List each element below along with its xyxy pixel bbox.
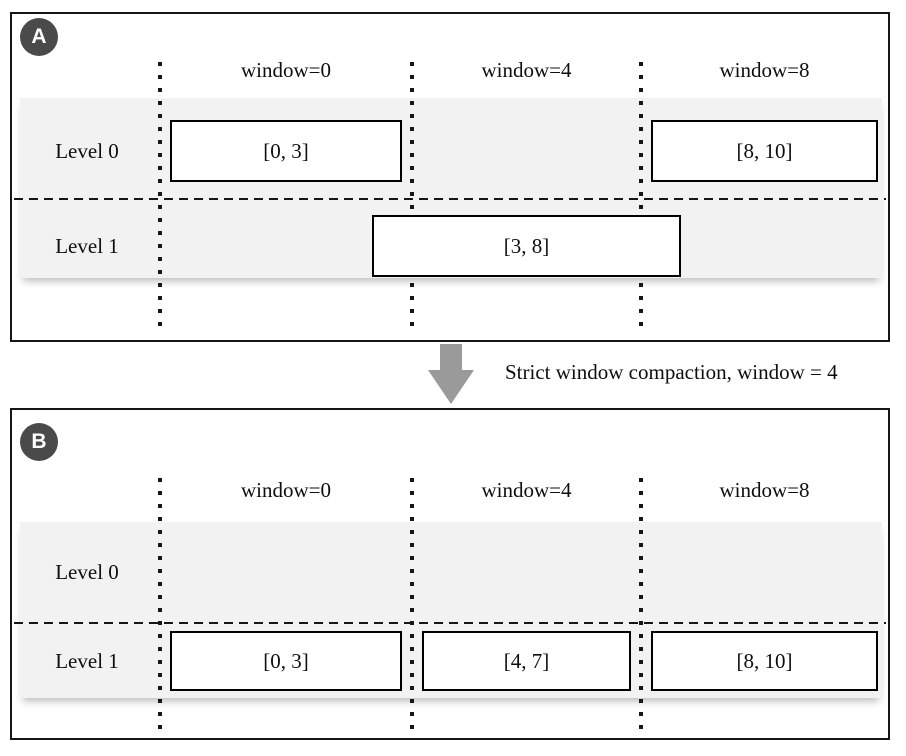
window-separator-dotted (639, 62, 643, 330)
interval-box: [3, 8] (372, 215, 681, 277)
panel-badge: B (20, 423, 58, 461)
level-label: Level 1 (55, 649, 119, 673)
window-separator-dotted (158, 478, 162, 730)
column-header: window=0 (240, 58, 331, 82)
level-label: Level 0 (55, 139, 119, 163)
window-separator-dotted (410, 62, 414, 330)
level-label: Level 0 (55, 560, 119, 584)
interval-box: [8, 10] (651, 631, 878, 691)
window-separator-dotted (158, 62, 162, 330)
window-separator-dotted (639, 478, 643, 730)
level-label: Level 1 (55, 234, 119, 258)
compaction-label: Strict window compaction, window = 4 (505, 360, 838, 384)
level-divider-dashed (14, 198, 886, 200)
arrow-down-icon (428, 370, 474, 404)
column-header: window=4 (481, 58, 572, 82)
interval-box: [4, 7] (422, 631, 631, 691)
column-header: window=0 (240, 478, 331, 502)
interval-box: [0, 3] (170, 631, 402, 691)
panel-badge: A (20, 18, 58, 56)
arrow-stem (440, 344, 462, 370)
column-header: window=4 (481, 478, 572, 502)
compaction-arrow (428, 344, 474, 404)
interval-box: [8, 10] (651, 120, 878, 182)
level-divider-dashed (14, 622, 886, 624)
column-header: window=8 (719, 58, 810, 82)
column-header: window=8 (719, 478, 810, 502)
window-separator-dotted (410, 478, 414, 730)
interval-box: [0, 3] (170, 120, 402, 182)
